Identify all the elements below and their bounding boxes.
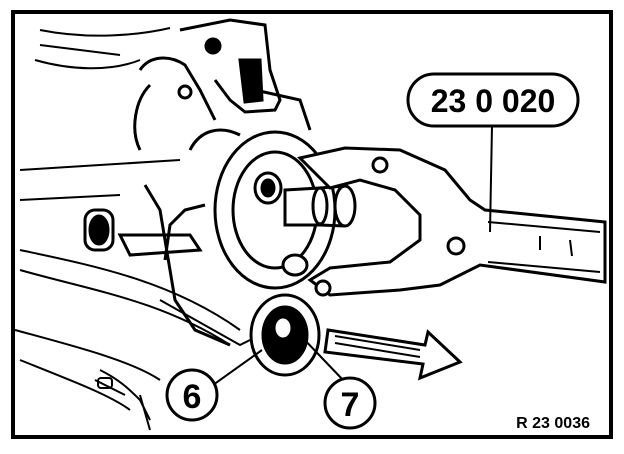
wheel-hub (213, 130, 357, 290)
callout-6: 6 (165, 349, 263, 422)
callout-7: 7 (299, 334, 377, 430)
tool-label-box (406, 72, 580, 128)
tool-label: 23 0 020 (431, 83, 556, 119)
callout-7-leader (299, 334, 344, 381)
callout-6-label: 6 (183, 378, 202, 416)
brake-line (94, 369, 151, 431)
figure-code: R 23 0036 (516, 415, 590, 432)
tool-leader-line (489, 125, 493, 233)
wheel-carrier (133, 18, 312, 347)
direction-arrow (323, 328, 463, 381)
callout-6-leader (212, 349, 263, 386)
callout-6-circle (165, 368, 219, 422)
special-tool (297, 146, 607, 297)
rubber-mount (83, 208, 203, 257)
tool-callout: 23 0 020 (406, 72, 580, 233)
callout-7-label: 7 (341, 386, 360, 424)
bushing (249, 293, 321, 377)
callout-7-circle (323, 376, 377, 430)
